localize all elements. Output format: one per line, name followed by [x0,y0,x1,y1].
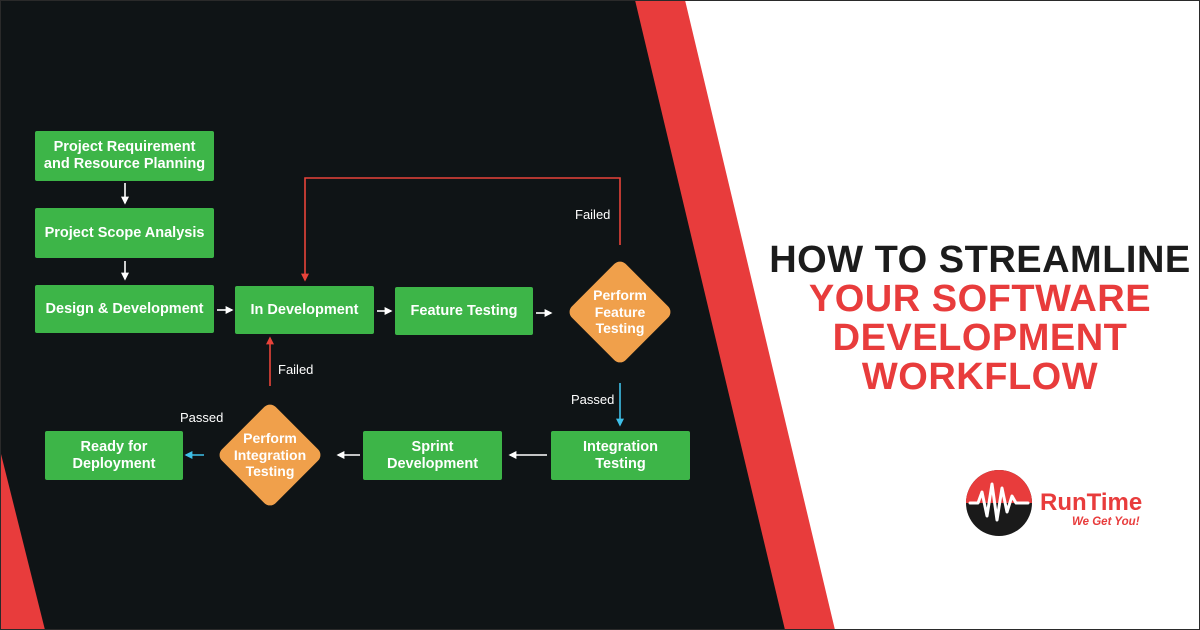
headline-line-3: DEVELOPMENT [832,317,1128,359]
decision-integration-testing [219,404,321,506]
headline: HOW TO STREAMLINE YOUR SOFTWARE DEVELOPM… [740,241,1200,397]
decision-label-feature: Perform Feature Testing [593,287,647,337]
edge-label-integration-failed: Failed [278,362,314,377]
edge-label-feature-passed: Passed [571,392,615,407]
node-design-development: Design & Development [35,285,214,333]
headline-line-2: YOUR SOFTWARE [808,278,1152,320]
edge-label-integration-passed: Passed [180,410,224,425]
headline-line-4: WORKFLOW [861,356,1099,398]
node-integration-testing: Integration Testing [551,431,690,480]
decision-feature-testing [569,261,671,363]
headline-line-1: HOW TO STREAMLINE [769,239,1191,281]
arrow-feature-failed [301,177,621,282]
logo-name: RunTime [1040,489,1143,516]
node-project-requirement: Project Requirement and Resource Plannin… [35,131,214,181]
node-ready-for-deployment: Ready for Deployment [45,431,183,480]
edge-label-feature-failed: Failed [575,207,611,222]
node-sprint-development: Sprint Development [363,431,502,480]
node-in-development: In Development [235,286,374,334]
decision-label-integration: Perform Integration Testing [233,430,307,480]
logo-tagline: We Get You! [1072,516,1140,528]
node-feature-testing: Feature Testing [395,287,533,335]
node-project-scope-analysis: Project Scope Analysis [35,208,214,258]
